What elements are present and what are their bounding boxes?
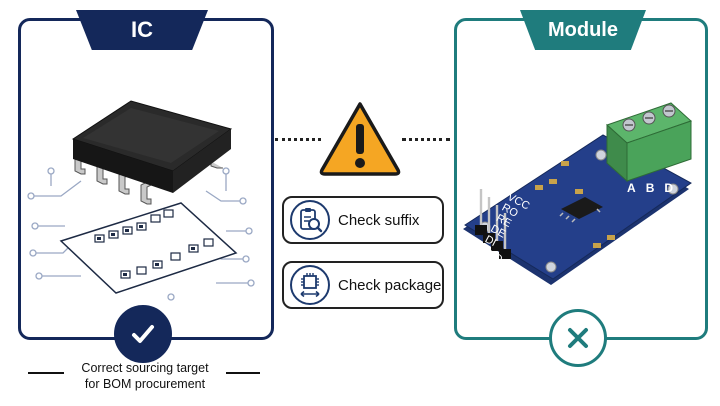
check-package-item: Check package [282, 261, 444, 309]
warning-icon [319, 102, 401, 176]
ic-panel [18, 18, 274, 340]
dotted-connector-right [402, 138, 450, 141]
caption-rule-left [28, 372, 64, 374]
ic-chip-illustration [27, 100, 255, 301]
caption-line-1: Correct sourcing target [81, 361, 209, 375]
caption: Correct sourcing target for BOM procurem… [62, 360, 228, 392]
ic-title: IC [76, 10, 208, 50]
x-badge [549, 309, 607, 367]
check-icon [132, 325, 154, 343]
check-suffix-item: Check suffix [282, 196, 444, 244]
check-package-label: Check package [338, 276, 442, 294]
clipboard-magnifier-icon [290, 200, 330, 240]
module-panel: VCC RO RE DE DI GND A B D [454, 18, 708, 340]
terminal-labels: A B D [627, 181, 673, 195]
dotted-connector-left [275, 138, 321, 141]
check-suffix-label: Check suffix [338, 211, 420, 229]
chip-dimension-icon [290, 265, 330, 305]
terminal-label-a: A [627, 181, 636, 195]
terminal-label-d: D [664, 181, 674, 195]
caption-rule-right [226, 372, 260, 374]
check-badge [114, 305, 172, 363]
caption-line-2: for BOM procurement [84, 377, 206, 391]
module-title: Module [520, 10, 646, 50]
module-board-illustration [463, 102, 692, 285]
terminal-label-b: B [645, 181, 655, 195]
x-icon [568, 328, 588, 348]
